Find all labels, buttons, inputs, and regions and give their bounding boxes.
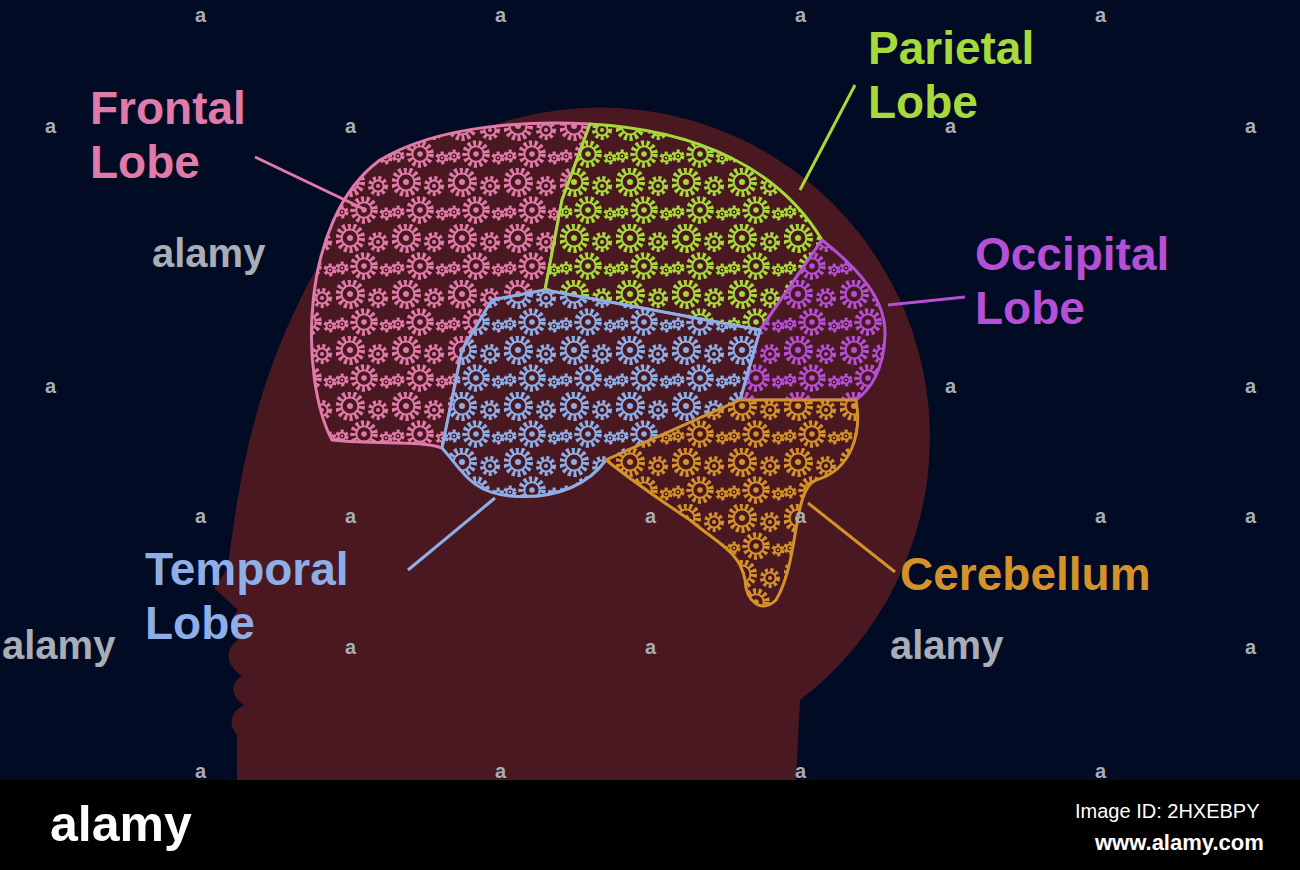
leader-line	[255, 157, 366, 210]
leader-line	[408, 498, 495, 570]
watermark-mark: a	[1245, 636, 1256, 659]
lobe-outline	[740, 240, 885, 400]
watermark-mark: a	[45, 115, 56, 138]
watermark-mark: a	[1095, 505, 1106, 528]
watermark-mark: a	[1245, 375, 1256, 398]
leader-line	[800, 85, 855, 190]
website: www.alamy.com	[1095, 830, 1264, 856]
region-label: Occipital Lobe	[975, 228, 1215, 336]
watermark-mark: a	[795, 4, 806, 27]
head-silhouette	[214, 108, 930, 780]
lobe-gears	[740, 240, 885, 400]
lobe-gears	[606, 400, 858, 606]
watermark-mark: a	[495, 4, 506, 27]
watermark-mark: a	[45, 375, 56, 398]
lobe-ground	[606, 400, 858, 606]
watermark-mark: a	[345, 115, 356, 138]
region-label: Cerebellum	[900, 548, 1151, 602]
logo: alamy	[50, 795, 192, 854]
image-id: Image ID: 2HXEBPY	[1075, 800, 1260, 823]
watermark-mark: a	[495, 760, 506, 783]
watermark-mark: a	[1245, 115, 1256, 138]
watermark-mark: a	[195, 760, 206, 783]
lobe-outline	[606, 400, 858, 606]
watermark: alamy	[152, 230, 265, 277]
watermark: alamy	[2, 622, 115, 669]
footer-bar	[0, 780, 1300, 870]
watermark: alamy	[890, 622, 1003, 669]
watermark-mark: a	[345, 505, 356, 528]
watermark-mark: a	[1095, 4, 1106, 27]
watermark-mark: a	[1245, 505, 1256, 528]
region-label: Temporal Lobe	[145, 543, 400, 651]
leader-line	[888, 297, 965, 305]
watermark-mark: a	[645, 505, 656, 528]
watermark-mark: a	[195, 505, 206, 528]
watermark-mark: a	[645, 636, 656, 659]
watermark-mark: a	[945, 115, 956, 138]
watermark-mark: a	[945, 375, 956, 398]
lobe-ground	[740, 240, 885, 400]
leader-line	[808, 503, 895, 572]
region-label: Frontal Lobe	[90, 82, 290, 190]
region-label: Parietal Lobe	[868, 22, 1078, 130]
watermark-mark: a	[195, 4, 206, 27]
watermark-mark: a	[795, 505, 806, 528]
watermark-mark: a	[795, 760, 806, 783]
watermark-mark: a	[1095, 760, 1106, 783]
watermark-mark: a	[345, 636, 356, 659]
